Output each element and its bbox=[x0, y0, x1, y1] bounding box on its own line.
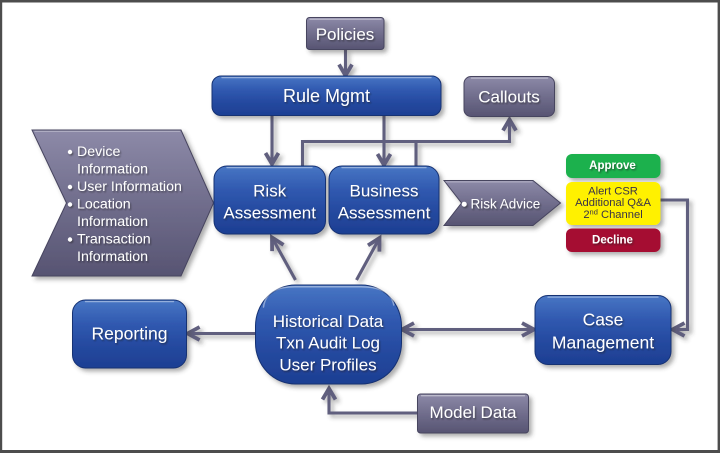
svg-text:Reporting: Reporting bbox=[92, 324, 168, 344]
svg-text:Risk Advice: Risk Advice bbox=[471, 196, 541, 211]
svg-text:Historical Data: Historical Data bbox=[273, 312, 384, 331]
svg-text:Additional Q&A: Additional Q&A bbox=[575, 197, 651, 209]
svg-text:Business: Business bbox=[350, 181, 419, 200]
svg-text:Callouts: Callouts bbox=[478, 88, 539, 107]
svg-text:Information: Information bbox=[77, 214, 148, 230]
svg-text:Model Data: Model Data bbox=[430, 403, 517, 422]
svg-text:Txn Audit Log: Txn Audit Log bbox=[276, 334, 380, 353]
svg-text:2nd Channel: 2nd Channel bbox=[583, 207, 642, 221]
svg-text:Alert CSR: Alert CSR bbox=[588, 185, 638, 197]
svg-text:Information: Information bbox=[77, 249, 148, 265]
svg-text:User Profiles: User Profiles bbox=[279, 355, 376, 374]
svg-text:Location: Location bbox=[77, 197, 131, 213]
svg-text:Risk: Risk bbox=[253, 181, 287, 200]
svg-text:Decline: Decline bbox=[592, 235, 633, 247]
svg-text:Management: Management bbox=[552, 333, 654, 353]
svg-text:Transaction: Transaction bbox=[77, 232, 151, 248]
svg-text:Assessment: Assessment bbox=[338, 203, 431, 222]
svg-text:Assessment: Assessment bbox=[223, 203, 316, 222]
svg-text:Device: Device bbox=[77, 144, 120, 160]
svg-text:Information: Information bbox=[77, 162, 148, 178]
svg-text:Case: Case bbox=[583, 310, 624, 330]
svg-text:Rule Mgmt: Rule Mgmt bbox=[283, 86, 370, 106]
svg-text:Policies: Policies bbox=[316, 25, 375, 44]
svg-text:User Information: User Information bbox=[77, 179, 182, 195]
svg-text:Approve: Approve bbox=[589, 160, 636, 172]
